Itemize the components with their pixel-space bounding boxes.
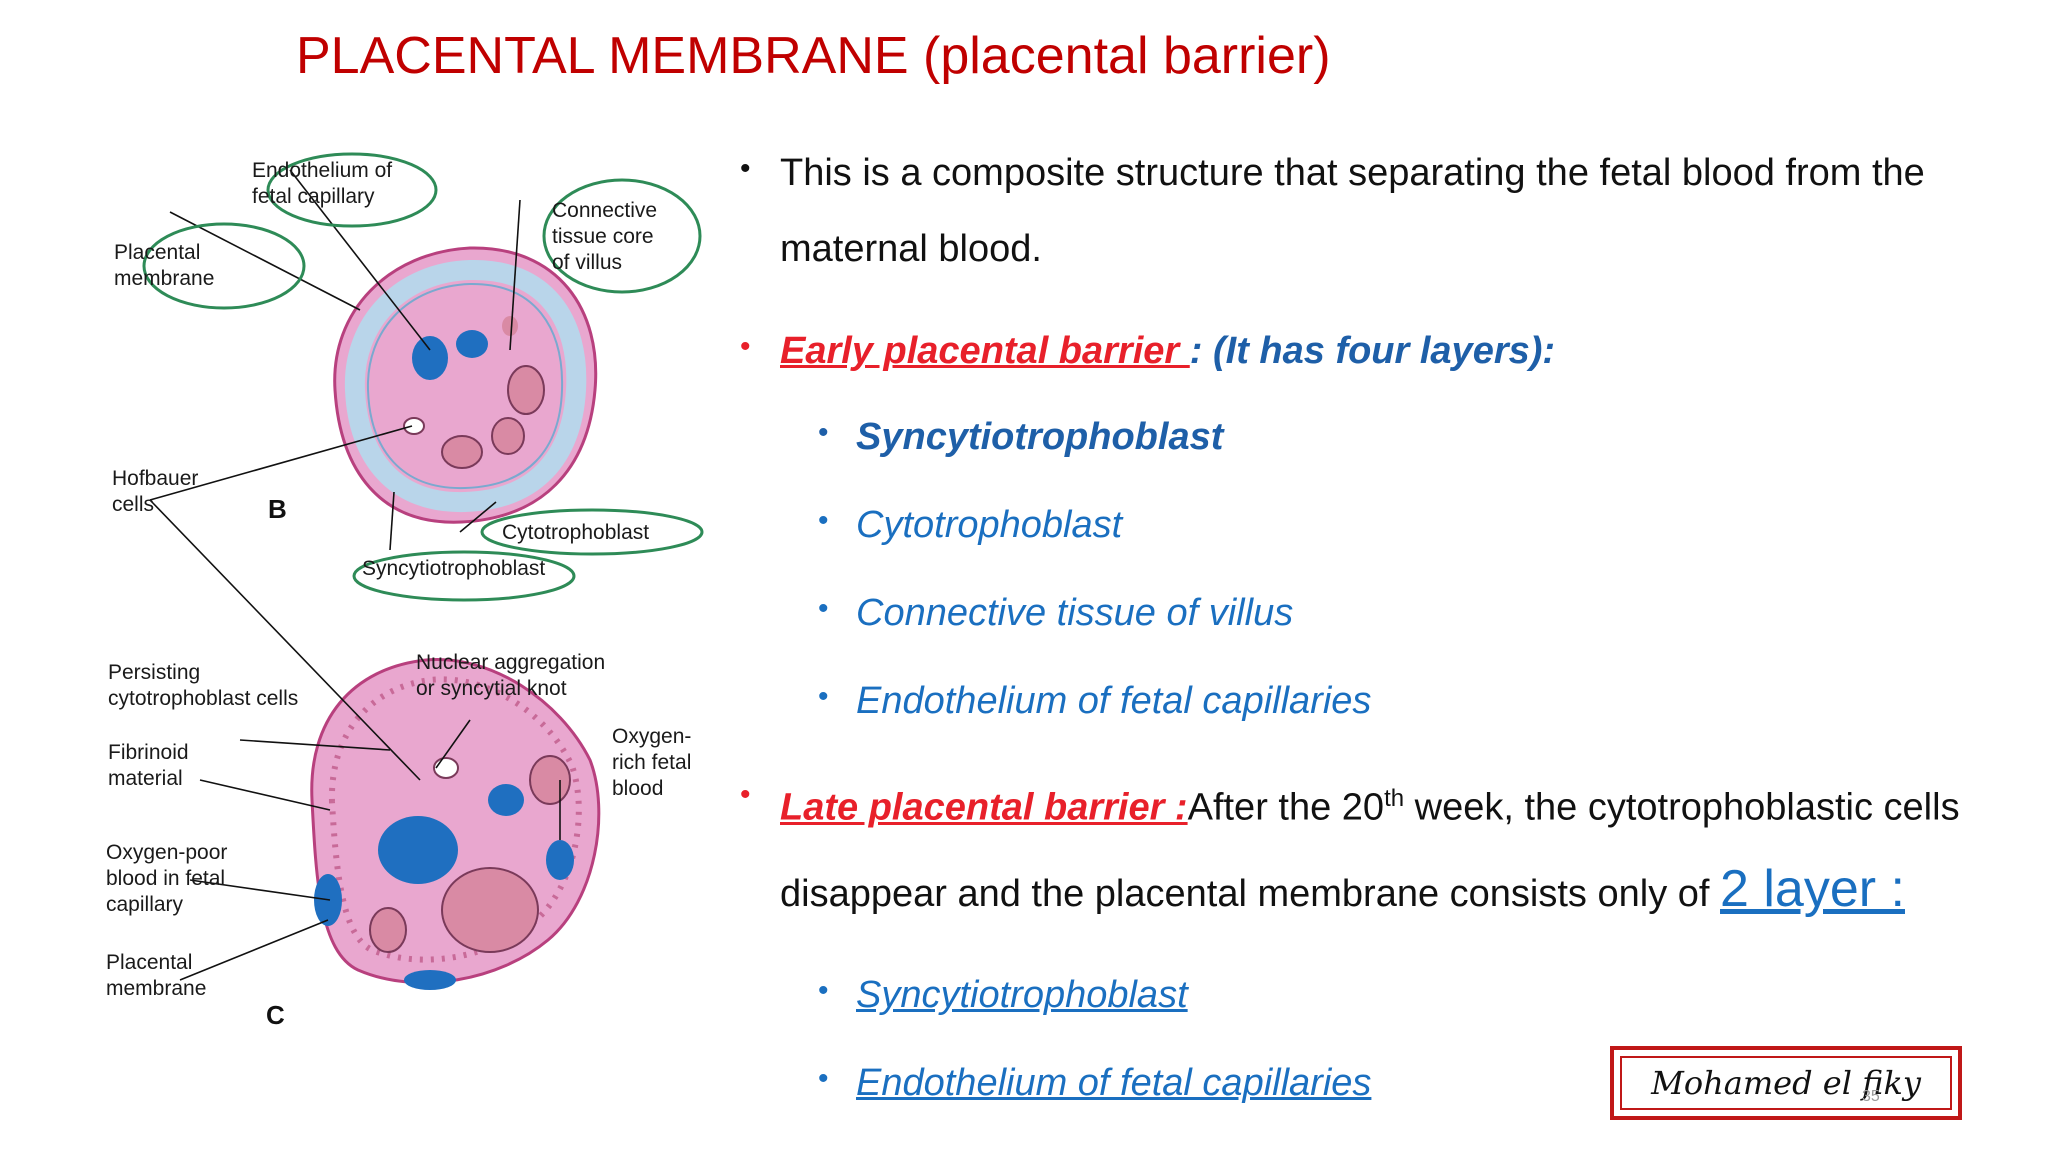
- label-letter-c: C: [266, 1000, 285, 1030]
- bullet-dot: •: [818, 592, 829, 625]
- label-cytotrophoblast: Cytotrophoblast: [502, 521, 650, 544]
- intro-line-1: This is a composite structure that separ…: [780, 152, 1925, 194]
- label-oxygen-rich-blood: Oxygen- rich fetal blood: [612, 725, 692, 800]
- bullet-dot: •: [818, 504, 829, 537]
- label-endothelium: Endothelium of fetal capillary: [252, 159, 393, 208]
- label-oxygen-poor-blood: Oxygen-poor blood in fetal capillary: [106, 841, 228, 916]
- early-item-2: Cytotrophoblast: [856, 504, 1123, 546]
- circle-syncytiotrophoblast: [352, 550, 576, 602]
- circle-placental-membrane: [142, 222, 306, 310]
- late-item-1: Syncytiotrophoblast: [856, 974, 1188, 1016]
- early-barrier-heading: Early placental barrier : (It has four l…: [780, 328, 1555, 374]
- author-signature: Mohamed el fiky: [1620, 1056, 1952, 1110]
- late-text-a: After the 20: [1187, 786, 1385, 829]
- late-layer-count: 2 layer :: [1720, 860, 1905, 918]
- bullet-dot: •: [818, 974, 829, 1007]
- label-nuclear-aggregation: Nuclear aggregation or syncytial knot: [416, 651, 606, 700]
- highlight-circles: [142, 152, 704, 602]
- early-barrier-rest: : (It has four layers):: [1189, 330, 1556, 372]
- late-line-2-text: disappear and the placental membrane con…: [780, 873, 1710, 915]
- leader-lines: [149, 169, 561, 981]
- circle-connective: [542, 178, 702, 294]
- label-placental-membrane-c: Placental membrane: [106, 951, 207, 1000]
- bullet-dot-red: •: [740, 778, 751, 811]
- early-barrier-label: Early placental barrier: [780, 330, 1190, 372]
- page-number: 35: [1862, 1088, 1880, 1105]
- placenta-figure: Endothelium of fetal capillary Connectiv…: [90, 140, 730, 1040]
- early-item-1: Syncytiotrophoblast: [856, 416, 1224, 458]
- circle-cytotrophoblast: [480, 508, 704, 556]
- bullet-dot-red: •: [740, 330, 751, 363]
- early-item-4: Endothelium of fetal capillaries: [856, 680, 1372, 722]
- bullet-dot: •: [740, 152, 751, 185]
- late-sup: th: [1384, 785, 1405, 812]
- label-placental-membrane-b: Placental membrane: [114, 241, 215, 290]
- label-hofbauer-cells: Hofbauer cells: [112, 467, 199, 516]
- late-item-2: Endothelium of fetal capillaries: [856, 1062, 1372, 1104]
- bullet-dot: •: [818, 680, 829, 713]
- bullet-dot: •: [818, 416, 829, 449]
- late-barrier-line-1: Late placental barrier :After the 20th w…: [780, 776, 1960, 831]
- bullet-dot: •: [818, 1062, 829, 1095]
- slide-title: PLACENTAL MEMBRANE (placental barrier): [296, 27, 1331, 85]
- author-signature-box: Mohamed el fiky: [1610, 1046, 1962, 1120]
- label-persisting-cytotrophoblast: Persisting cytotrophoblast cells: [108, 661, 299, 710]
- late-barrier-line-2: disappear and the placental membrane con…: [780, 863, 1905, 917]
- late-text-b: week, the cytotrophoblastic cells: [1404, 786, 1960, 829]
- label-connective-tissue: Connective tissue core of villus: [552, 199, 658, 274]
- label-letter-b: B: [268, 494, 287, 524]
- label-syncytiotrophoblast: Syncytiotrophoblast: [362, 557, 546, 580]
- late-barrier-label: Late placental barrier :: [780, 786, 1188, 829]
- early-item-3: Connective tissue of villus: [856, 592, 1294, 634]
- label-fibrinoid-material: Fibrinoid material: [108, 741, 189, 790]
- villus-diagram: [142, 152, 708, 990]
- circle-endothelium: [266, 152, 438, 228]
- villus-b: [208, 192, 708, 612]
- intro-line-2: maternal blood.: [780, 228, 1042, 270]
- villus-c: [310, 657, 601, 990]
